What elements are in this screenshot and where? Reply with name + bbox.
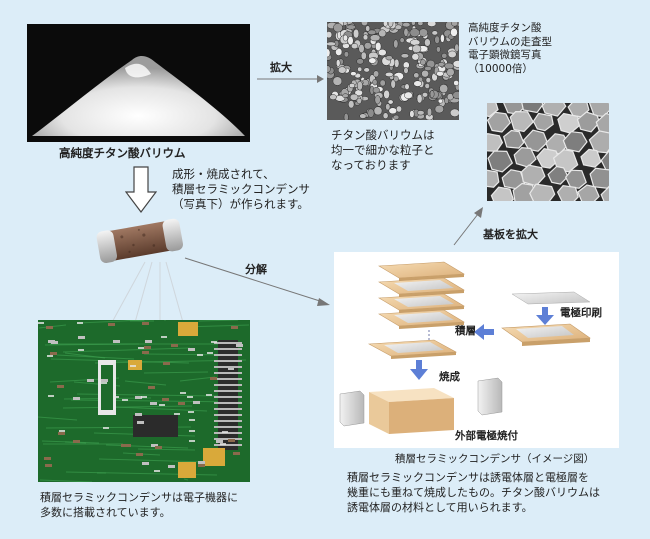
chip-pointer-lines	[109, 261, 185, 327]
electrode-print-label: 電極印刷	[560, 307, 602, 319]
substrate-enlarge-label: 基板を拡大	[483, 228, 538, 241]
process-down-arrow	[125, 166, 157, 213]
external-electrode-label: 外部電極焼付	[455, 430, 518, 442]
circuit-board-photo	[38, 320, 250, 482]
diagram-description: 積層セラミックコンデンサは誘電体層と電極層を 幾重にも重ねて焼成したもの。チタン…	[347, 471, 600, 514]
substrate-enlarge-arrow	[453, 207, 483, 246]
enlarge-label: 拡大	[270, 61, 292, 74]
powder-photo	[27, 24, 250, 142]
chip-capacitor	[96, 218, 184, 263]
circuit-board-image	[38, 320, 250, 482]
diagram-caption: 積層セラミックコンデンサ（イメージ図）	[395, 453, 595, 465]
powder-label: 高純度チタン酸バリウム	[59, 146, 186, 160]
capacitor-process-diagram	[339, 261, 591, 434]
fire-label: 焼成	[439, 371, 460, 383]
sem-grains-image	[487, 103, 609, 201]
disassemble-arrow	[184, 257, 330, 306]
laminate-label: 積層	[455, 325, 476, 337]
capacitor-diagram-panel	[334, 252, 619, 448]
sem-photo-particles	[327, 22, 459, 120]
sem-caption: 高純度チタン酸 バリウムの走査型 電子顕微鏡写真 （10000倍）	[468, 22, 552, 75]
sem-photo-grains	[487, 103, 609, 201]
enlarge-arrow	[257, 75, 324, 83]
sem-particles-image	[327, 22, 459, 120]
sem-note: チタン酸バリウムは 均一で細かな粒子と なっております	[331, 128, 435, 172]
process-note: 成形・焼成されて、 積層セラミックコンデンサ （写真下）が作られます。	[172, 167, 310, 211]
powder-pile-image	[27, 24, 250, 142]
disassemble-label: 分解	[245, 263, 267, 276]
board-caption: 積層セラミックコンデンサは電子機器に 多数に搭載されています。	[40, 491, 238, 519]
